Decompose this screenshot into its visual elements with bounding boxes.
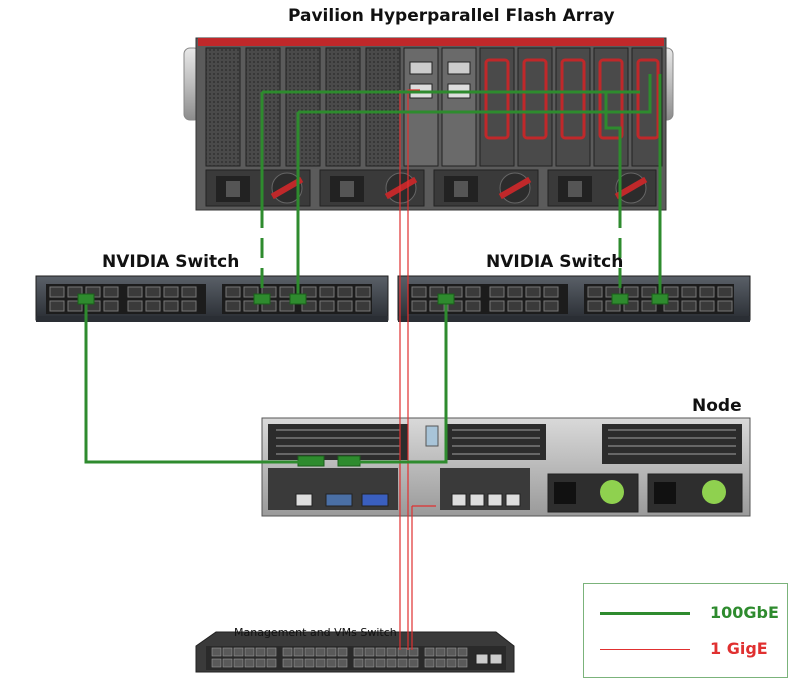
array-controllers [484,58,660,140]
legend-label-1gige: 1 GigE [710,639,768,658]
switch-left-label: NVIDIA Switch [102,252,240,272]
link-connectors [77,293,669,305]
links-100gbe [84,74,662,464]
management-switch [195,631,515,673]
legend: 100GbE 1 GigE [583,583,788,678]
legend-label-100gbe: 100GbE [710,603,779,622]
flash-array [183,37,674,211]
switch-right-label: NVIDIA Switch [486,252,624,272]
legend-swatch-1gige [600,649,690,650]
array-slots [205,47,663,167]
mgmt-switch-label: Management and VMs Switch [234,626,397,639]
node-label: Node [692,396,742,416]
node-server [261,417,751,517]
nvidia-switch-right [397,275,751,322]
array-power-supplies [205,169,657,207]
array-title: Pavilion Hyperparallel Flash Array [288,6,615,26]
legend-swatch-100gbe [600,612,690,615]
